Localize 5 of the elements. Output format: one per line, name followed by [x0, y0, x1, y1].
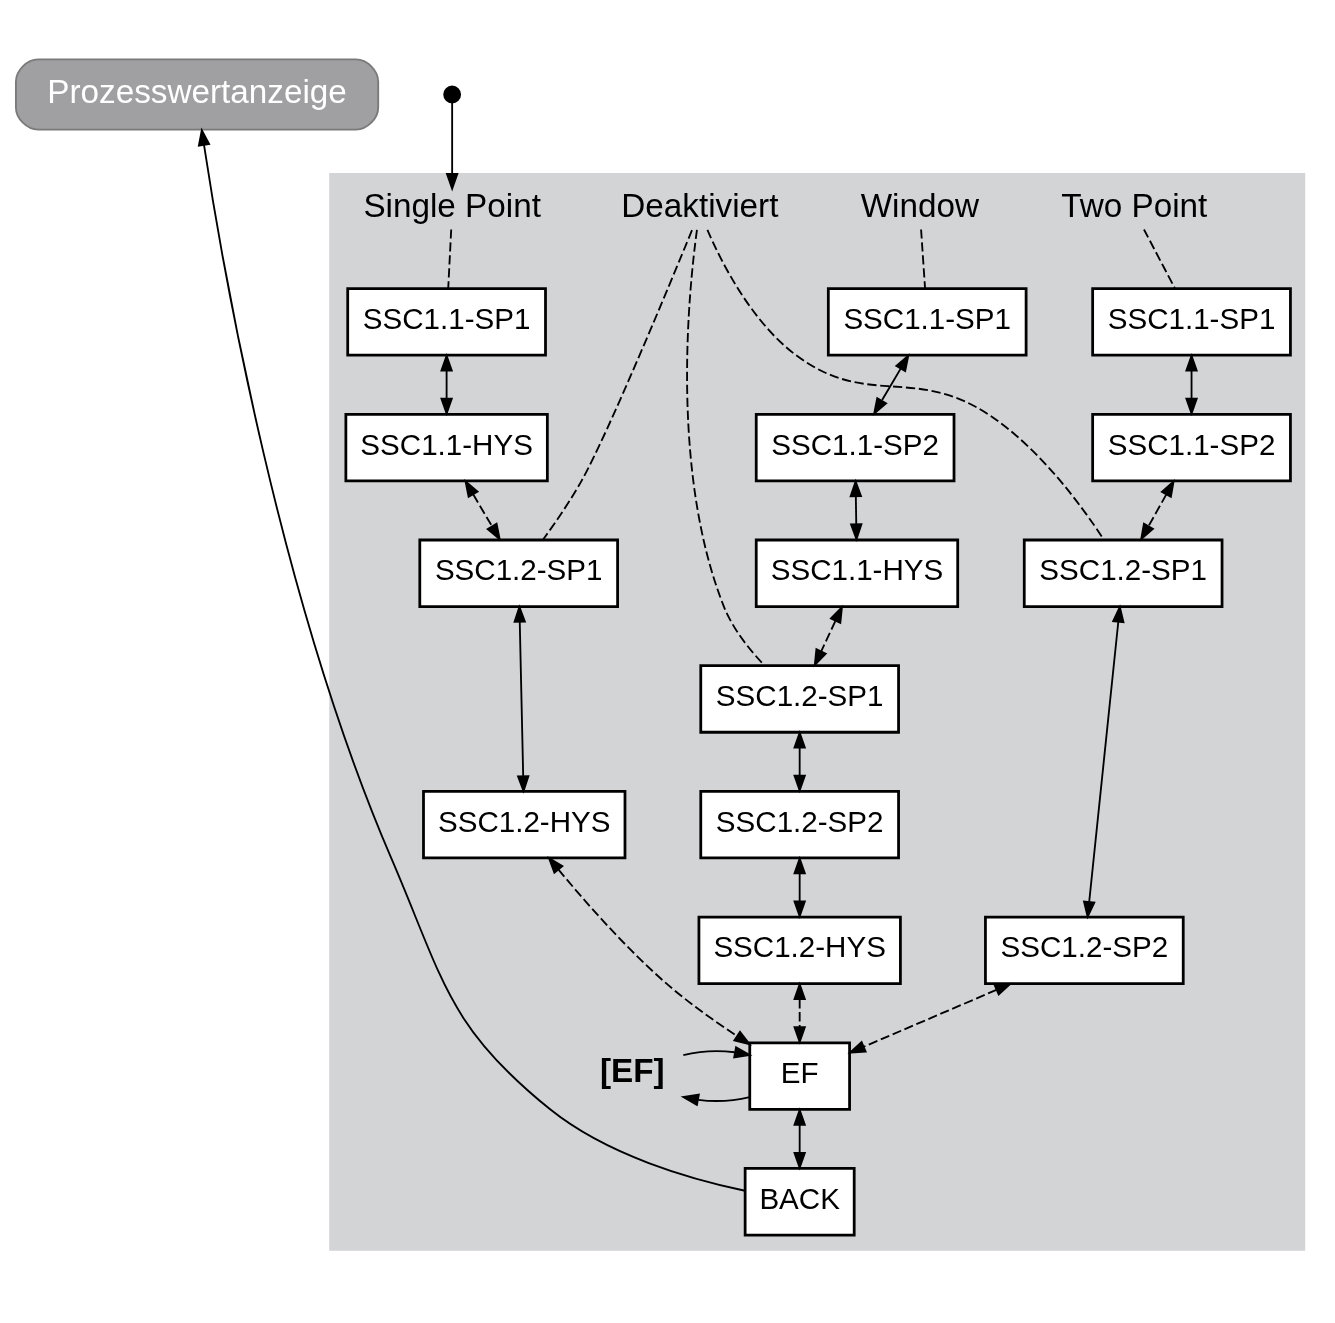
node-text: Single Point — [363, 186, 541, 224]
node-text: Window — [860, 186, 979, 224]
node-text: Deaktiviert — [621, 186, 779, 224]
node-text: [EF] — [600, 1051, 665, 1089]
node-text: Two Point — [1061, 186, 1208, 224]
